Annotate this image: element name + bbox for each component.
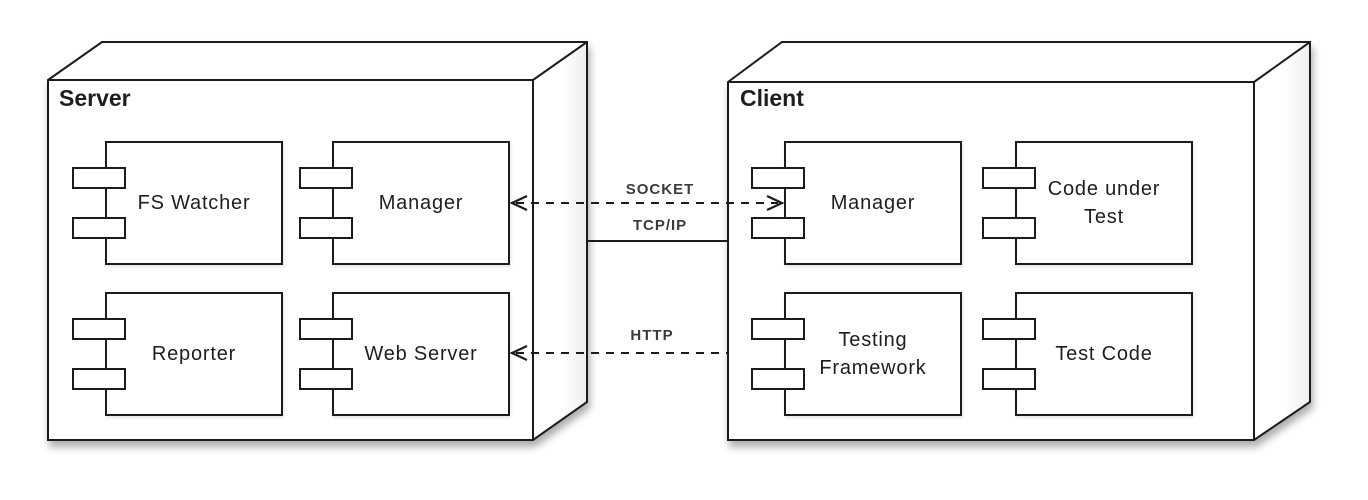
component-label: Manager — [830, 192, 916, 214]
component-web-server: Web Server — [299, 292, 510, 416]
http-connector-label: HTTP — [630, 327, 674, 344]
component-port-icon — [982, 217, 1036, 239]
component-code-under-test: Code under Test — [982, 141, 1193, 265]
component-fs-watcher: FS Watcher — [72, 141, 283, 265]
component-port-icon — [72, 217, 126, 239]
component-test-code: Test Code — [982, 292, 1193, 416]
component-label: Test Code — [1055, 343, 1153, 365]
component-client-manager: Manager — [751, 141, 962, 265]
tcpip-connector-label: TCP/IP — [632, 217, 688, 234]
component-port-icon — [72, 368, 126, 390]
component-label: Reporter — [151, 343, 237, 365]
client-node-title: Client — [740, 85, 804, 111]
http-connector — [509, 345, 728, 361]
component-port-icon — [751, 167, 805, 189]
component-server-manager: Manager — [299, 141, 510, 265]
socket-left-arrowhead-icon — [509, 195, 528, 211]
component-label: Code under Test — [1047, 178, 1161, 228]
component-port-icon — [299, 318, 353, 340]
component-port-icon — [982, 318, 1036, 340]
component-port-icon — [982, 167, 1036, 189]
component-port-icon — [751, 318, 805, 340]
socket-connector-label: SOCKET — [625, 181, 695, 198]
server-node-side-face — [533, 42, 587, 440]
component-port-icon — [982, 368, 1036, 390]
component-port-icon — [72, 167, 126, 189]
client-node-side-face — [1254, 42, 1310, 440]
component-port-icon — [299, 217, 353, 239]
http-left-arrowhead-icon — [509, 345, 528, 361]
component-reporter: Reporter — [72, 292, 283, 416]
component-label: Manager — [378, 192, 464, 214]
component-label: Web Server — [364, 343, 478, 365]
component-port-icon — [751, 368, 805, 390]
component-label: Testing Framework — [819, 329, 927, 379]
component-testing-framework: Testing Framework — [751, 292, 962, 416]
component-port-icon — [751, 217, 805, 239]
component-label: FS Watcher — [137, 192, 251, 214]
server-node-title: Server — [59, 85, 131, 111]
socket-connector — [509, 195, 785, 211]
socket-right-arrowhead-icon — [766, 195, 785, 211]
component-port-icon — [299, 167, 353, 189]
component-port-icon — [72, 318, 126, 340]
server-node-inner-edges — [48, 41, 588, 440]
component-port-icon — [299, 368, 353, 390]
client-node-inner-edges — [728, 41, 1311, 440]
